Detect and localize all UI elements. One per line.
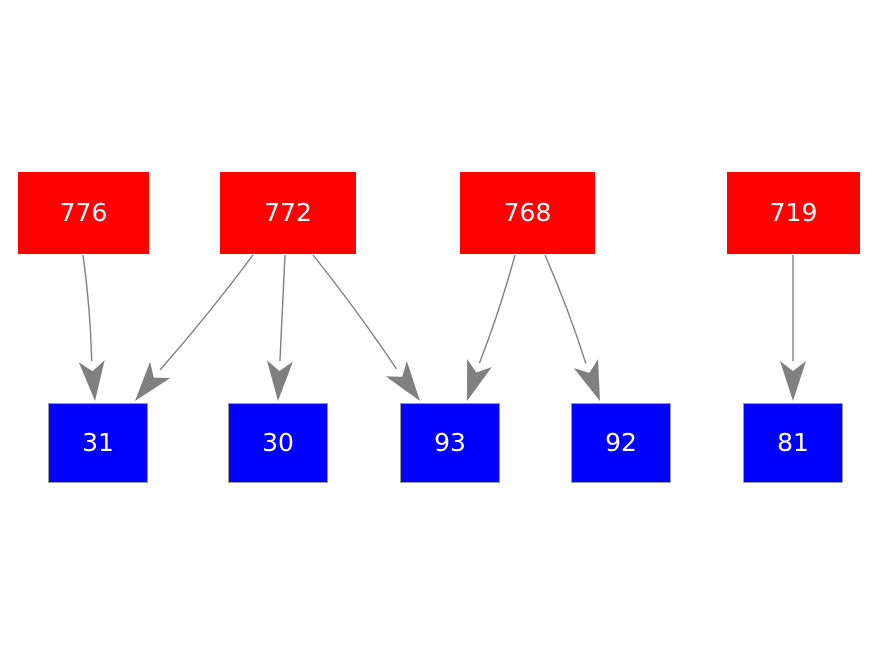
- target-node-92[interactable]: 92: [571, 403, 671, 483]
- source-node-776[interactable]: 776: [18, 172, 149, 254]
- arrowhead: [266, 360, 293, 401]
- target-node-30[interactable]: 30: [228, 403, 328, 483]
- arrowhead: [78, 360, 105, 401]
- arrowhead: [573, 358, 600, 401]
- node-label: 81: [777, 427, 809, 457]
- node-label: 30: [262, 427, 294, 457]
- node-label: 772: [264, 197, 312, 227]
- edge-772-to-30: [266, 254, 293, 401]
- arrowhead: [135, 361, 171, 401]
- target-node-31[interactable]: 31: [48, 403, 148, 483]
- edge-768-to-92: [544, 254, 600, 401]
- node-label: 92: [605, 427, 637, 457]
- edge-772-to-93: [312, 254, 420, 401]
- edge-776-to-31: [78, 254, 105, 401]
- node-label: 719: [769, 197, 818, 227]
- node-label: 31: [82, 427, 114, 457]
- arrowhead: [780, 361, 806, 401]
- target-node-81[interactable]: 81: [743, 403, 843, 483]
- edge-768-to-93: [467, 254, 516, 401]
- edge-772-to-31: [135, 254, 254, 401]
- source-node-772[interactable]: 772: [220, 172, 356, 254]
- node-label: 776: [59, 197, 108, 227]
- node-label: 93: [434, 427, 466, 457]
- edge-719-to-81: [780, 255, 806, 401]
- arrowhead: [467, 358, 492, 401]
- node-label: 768: [503, 197, 552, 227]
- source-node-719[interactable]: 719: [727, 172, 860, 254]
- arrowhead: [385, 361, 420, 401]
- source-node-768[interactable]: 768: [460, 172, 595, 254]
- target-node-93[interactable]: 93: [400, 403, 500, 483]
